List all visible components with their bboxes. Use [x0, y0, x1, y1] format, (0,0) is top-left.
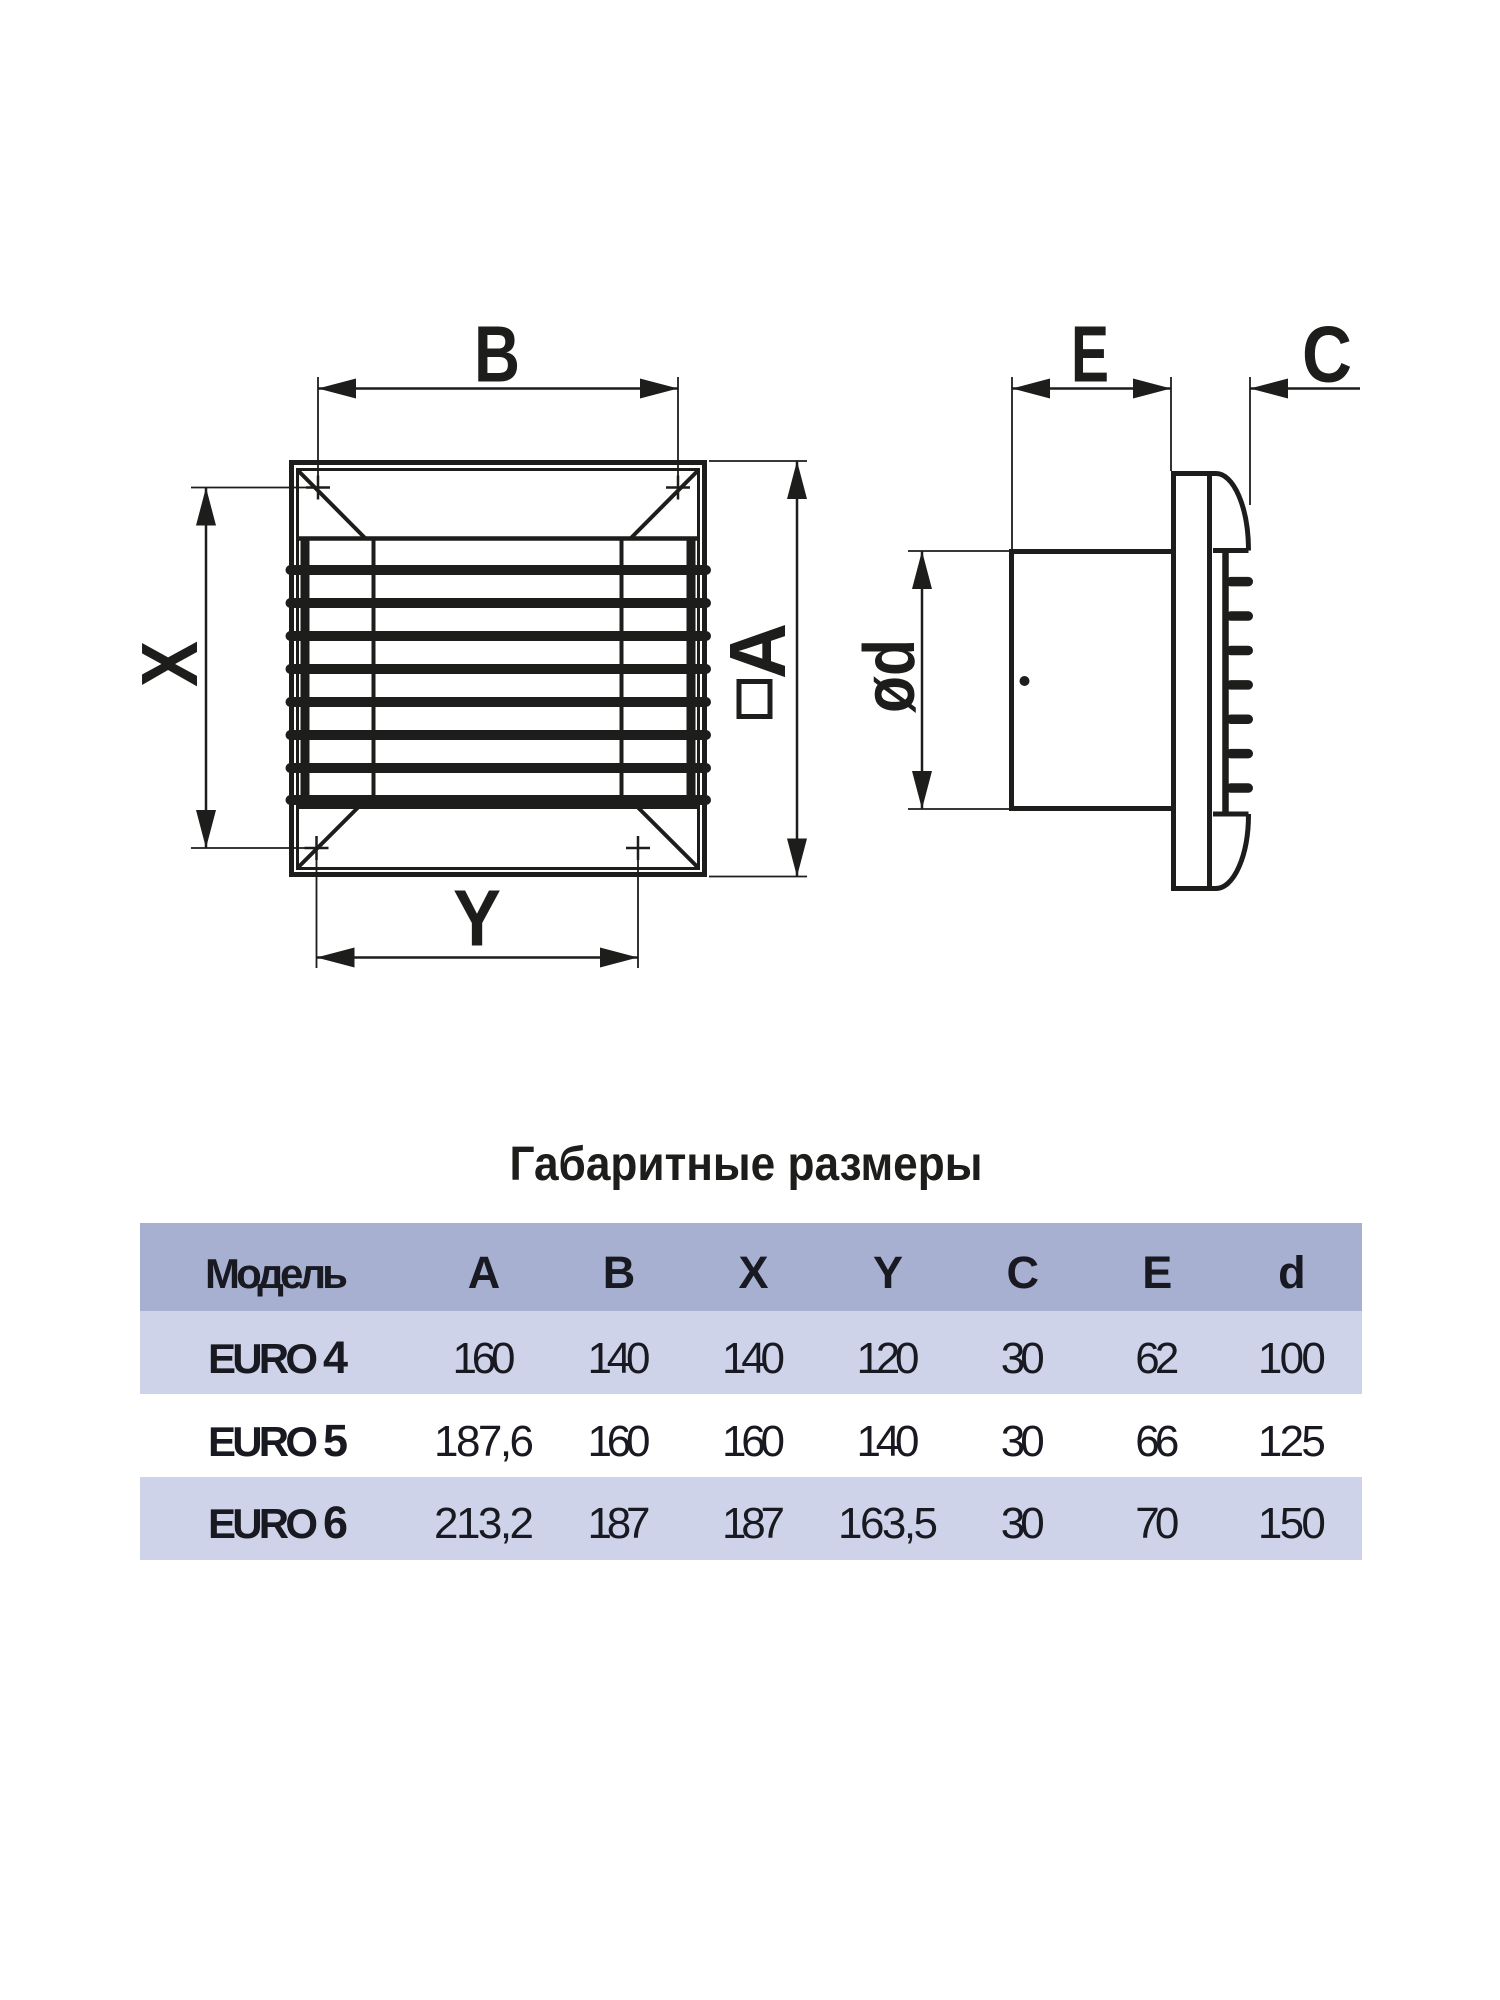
svg-text:125: 125: [1258, 1417, 1326, 1466]
svg-text:Габаритные размеры: Габаритные размеры: [510, 1138, 983, 1191]
svg-text:120: 120: [857, 1334, 920, 1383]
svg-text:5: 5: [323, 1415, 348, 1466]
svg-text:C: C: [1006, 1247, 1039, 1298]
svg-text:160: 160: [722, 1417, 785, 1466]
svg-text:70: 70: [1135, 1499, 1179, 1548]
svg-text:187: 187: [722, 1499, 785, 1548]
svg-text:62: 62: [1135, 1334, 1179, 1383]
svg-text:A: A: [713, 623, 802, 679]
svg-text:E: E: [1071, 310, 1109, 399]
svg-text:140: 140: [722, 1334, 785, 1383]
svg-text:160: 160: [453, 1334, 516, 1383]
svg-text:ød: ød: [850, 639, 930, 713]
svg-text:d: d: [1278, 1247, 1306, 1298]
svg-text:EURO: EURO: [208, 1418, 318, 1465]
svg-text:E: E: [1142, 1247, 1172, 1298]
svg-text:X: X: [738, 1247, 768, 1298]
svg-text:66: 66: [1135, 1417, 1179, 1466]
svg-text:30: 30: [1001, 1417, 1045, 1466]
svg-text:30: 30: [1001, 1334, 1045, 1383]
svg-text:100: 100: [1258, 1334, 1326, 1383]
svg-text:C: C: [1302, 310, 1352, 399]
svg-text:B: B: [603, 1247, 636, 1298]
svg-text:213,2: 213,2: [434, 1499, 534, 1548]
svg-text:150: 150: [1258, 1499, 1326, 1548]
svg-text:160: 160: [588, 1417, 651, 1466]
svg-text:X: X: [125, 641, 214, 687]
svg-text:B: B: [474, 310, 520, 399]
svg-text:Y: Y: [453, 874, 501, 963]
svg-text:EURO: EURO: [208, 1335, 318, 1382]
svg-text:140: 140: [857, 1417, 920, 1466]
svg-text:140: 140: [588, 1334, 651, 1383]
svg-text:6: 6: [323, 1497, 348, 1548]
svg-text:4: 4: [323, 1332, 348, 1383]
svg-text:EURO: EURO: [208, 1500, 318, 1547]
svg-text:A: A: [468, 1247, 501, 1298]
svg-text:30: 30: [1001, 1499, 1045, 1548]
svg-text:Модель: Модель: [205, 1250, 348, 1297]
svg-text:Y: Y: [873, 1247, 903, 1298]
svg-text:187,6: 187,6: [434, 1417, 534, 1466]
svg-text:163,5: 163,5: [838, 1499, 938, 1548]
svg-text:187: 187: [588, 1499, 651, 1548]
